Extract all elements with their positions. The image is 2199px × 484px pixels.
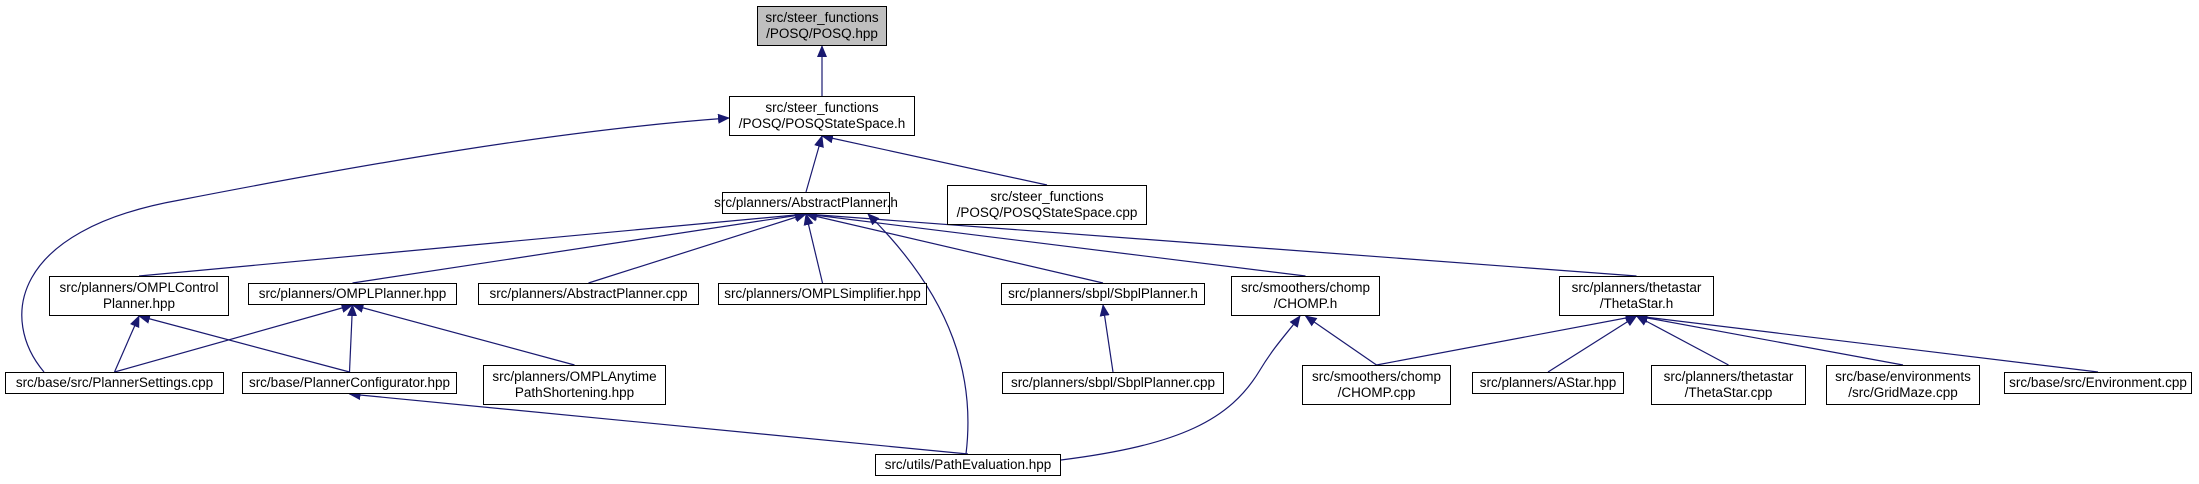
node-label-line: src/planners/OMPLControl — [59, 280, 219, 295]
node-label-line: /ThetaStar.cpp — [1684, 385, 1773, 400]
node-thetastar-h[interactable]: src/planners/thetastar/ThetaStar.h — [1559, 276, 1714, 316]
node-ompl-planner-hpp[interactable]: src/planners/OMPLPlanner.hpp — [248, 283, 457, 305]
node-label-line: src/steer_functions — [765, 10, 879, 25]
node-label-line: /ThetaStar.h — [1599, 296, 1674, 311]
node-label-line: src/steer_functions — [765, 100, 879, 115]
node-label-line: /POSQ/POSQ.hpp — [766, 26, 878, 41]
node-label-line: src/planners/thetastar — [1571, 280, 1702, 295]
edge-planner-settings-cpp-to-posq-statespace-h — [21, 113, 730, 373]
edge-planner-settings-cpp-to-ompl-planner-hpp — [114, 303, 354, 373]
node-thetastar-cpp[interactable]: src/planners/thetastar/ThetaStar.cpp — [1651, 365, 1806, 405]
edge-ompl-planner-hpp-to-abstract-planner-h — [352, 210, 807, 284]
edge-gridmaze-cpp-to-thetastar-h — [1635, 313, 1904, 366]
node-ompl-simplifier-hpp[interactable]: src/planners/OMPLSimplifier.hpp — [718, 283, 927, 305]
edge-astar-hpp-to-thetastar-h — [1547, 315, 1638, 373]
edge-chomp-cpp-to-thetastar-h — [1376, 313, 1638, 366]
edge-ompl-simplifier-hpp-to-abstract-planner-h — [803, 213, 824, 284]
node-label-line: src/planners/AbstractPlanner.h — [714, 195, 898, 210]
edge-chomp-cpp-to-chomp-h — [1304, 315, 1377, 366]
edge-abstract-planner-h-to-posq-statespace-h — [805, 135, 824, 193]
node-sbpl-planner-h[interactable]: src/planners/sbpl/SbplPlanner.h — [1001, 283, 1205, 305]
node-label-line: src/smoothers/chomp — [1240, 280, 1371, 295]
node-posq-hpp[interactable]: src/steer_functions/POSQ/POSQ.hpp — [757, 6, 887, 46]
node-label-line: /CHOMP.h — [1273, 296, 1338, 311]
node-label-line: src/planners/sbpl/SbplPlanner.h — [1008, 286, 1198, 301]
node-label-line: src/planners/thetastar — [1663, 369, 1794, 384]
edge-posq-statespace-cpp-to-posq-statespace-h — [821, 133, 1048, 186]
edge-sbpl-planner-cpp-to-sbpl-planner-h — [1099, 304, 1114, 373]
node-path-evaluation-hpp[interactable]: src/utils/PathEvaluation.hpp — [875, 454, 1061, 476]
edge-ompl-control-planner-hpp-to-abstract-planner-h — [138, 210, 807, 277]
edge-layer — [21, 45, 2099, 461]
node-label-line: src/base/PlannerConfigurator.hpp — [248, 375, 451, 390]
node-label-line: /CHOMP.cpp — [1337, 385, 1416, 400]
node-label-line: src/planners/OMPLSimplifier.hpp — [724, 286, 921, 301]
edge-planner-configurator-hpp-to-ompl-control-planner-hpp — [138, 313, 350, 373]
node-gridmaze-cpp[interactable]: src/base/environments/src/GridMaze.cpp — [1826, 365, 1980, 405]
node-label-line: src/base/src/Environment.cpp — [2009, 375, 2187, 390]
node-label-line: src/planners/AbstractPlanner.cpp — [489, 286, 688, 301]
edge-thetastar-h-to-abstract-planner-h — [805, 209, 1637, 277]
node-label-line: /POSQ/POSQStateSpace.h — [738, 116, 906, 131]
edge-ompl-anytime-hpp-to-ompl-planner-hpp — [351, 303, 575, 366]
node-label-line: src/base/src/PlannerSettings.cpp — [15, 375, 214, 390]
node-label-line: src/planners/OMPLPlanner.hpp — [258, 286, 447, 301]
node-label-line: /POSQ/POSQStateSpace.cpp — [956, 205, 1138, 220]
node-label-line: src/smoothers/chomp — [1311, 369, 1442, 384]
node-label-line: Planner.hpp — [102, 296, 176, 311]
edge-planner-settings-cpp-to-ompl-control-planner-hpp — [113, 315, 140, 373]
node-label-line: src/planners/sbpl/SbplPlanner.cpp — [1010, 375, 1216, 390]
node-posq-statespace-cpp[interactable]: src/steer_functions/POSQ/POSQStateSpace.… — [947, 185, 1147, 225]
node-label-line: src/steer_functions — [990, 189, 1104, 204]
node-planner-settings-cpp[interactable]: src/base/src/PlannerSettings.cpp — [5, 372, 224, 394]
edge-path-evaluation-hpp-to-abstract-planner-h — [867, 213, 969, 455]
node-chomp-cpp[interactable]: src/smoothers/chomp/CHOMP.cpp — [1302, 365, 1451, 405]
edge-planner-configurator-hpp-to-ompl-planner-hpp — [347, 304, 358, 373]
node-label-line: src/base/environments — [1835, 369, 1971, 384]
node-abstract-planner-h[interactable]: src/planners/AbstractPlanner.h — [714, 192, 898, 214]
node-sbpl-planner-cpp[interactable]: src/planners/sbpl/SbplPlanner.cpp — [1002, 372, 1224, 394]
edge-path-evaluation-hpp-to-planner-configurator-hpp — [348, 390, 969, 455]
node-label-line: PathShortening.hpp — [514, 385, 635, 400]
edge-environment-cpp-to-thetastar-h — [1635, 312, 2099, 373]
node-environment-cpp[interactable]: src/base/src/Environment.cpp — [2004, 372, 2192, 394]
node-abstract-planner-cpp[interactable]: src/planners/AbstractPlanner.cpp — [478, 283, 699, 305]
node-planner-configurator-hpp[interactable]: src/base/PlannerConfigurator.hpp — [242, 372, 457, 394]
node-label-line: /src/GridMaze.cpp — [1848, 385, 1958, 400]
edge-thetastar-cpp-to-thetastar-h — [1635, 315, 1729, 366]
node-astar-hpp[interactable]: src/planners/AStar.hpp — [1472, 372, 1624, 394]
node-label-line: src/planners/AStar.hpp — [1479, 375, 1617, 390]
edge-path-evaluation-hpp-to-chomp-h — [1060, 315, 1301, 461]
edge-chomp-h-to-abstract-planner-h — [805, 210, 1306, 277]
node-label-line: src/utils/PathEvaluation.hpp — [884, 457, 1052, 472]
node-posq-statespace-h[interactable]: src/steer_functions/POSQ/POSQStateSpace.… — [729, 96, 915, 136]
edge-sbpl-planner-h-to-abstract-planner-h — [805, 211, 1104, 284]
node-label-line: src/planners/OMPLAnytime — [492, 369, 657, 384]
node-chomp-h[interactable]: src/smoothers/chomp/CHOMP.h — [1231, 276, 1380, 316]
edge-abstract-planner-cpp-to-abstract-planner-h — [588, 212, 807, 284]
